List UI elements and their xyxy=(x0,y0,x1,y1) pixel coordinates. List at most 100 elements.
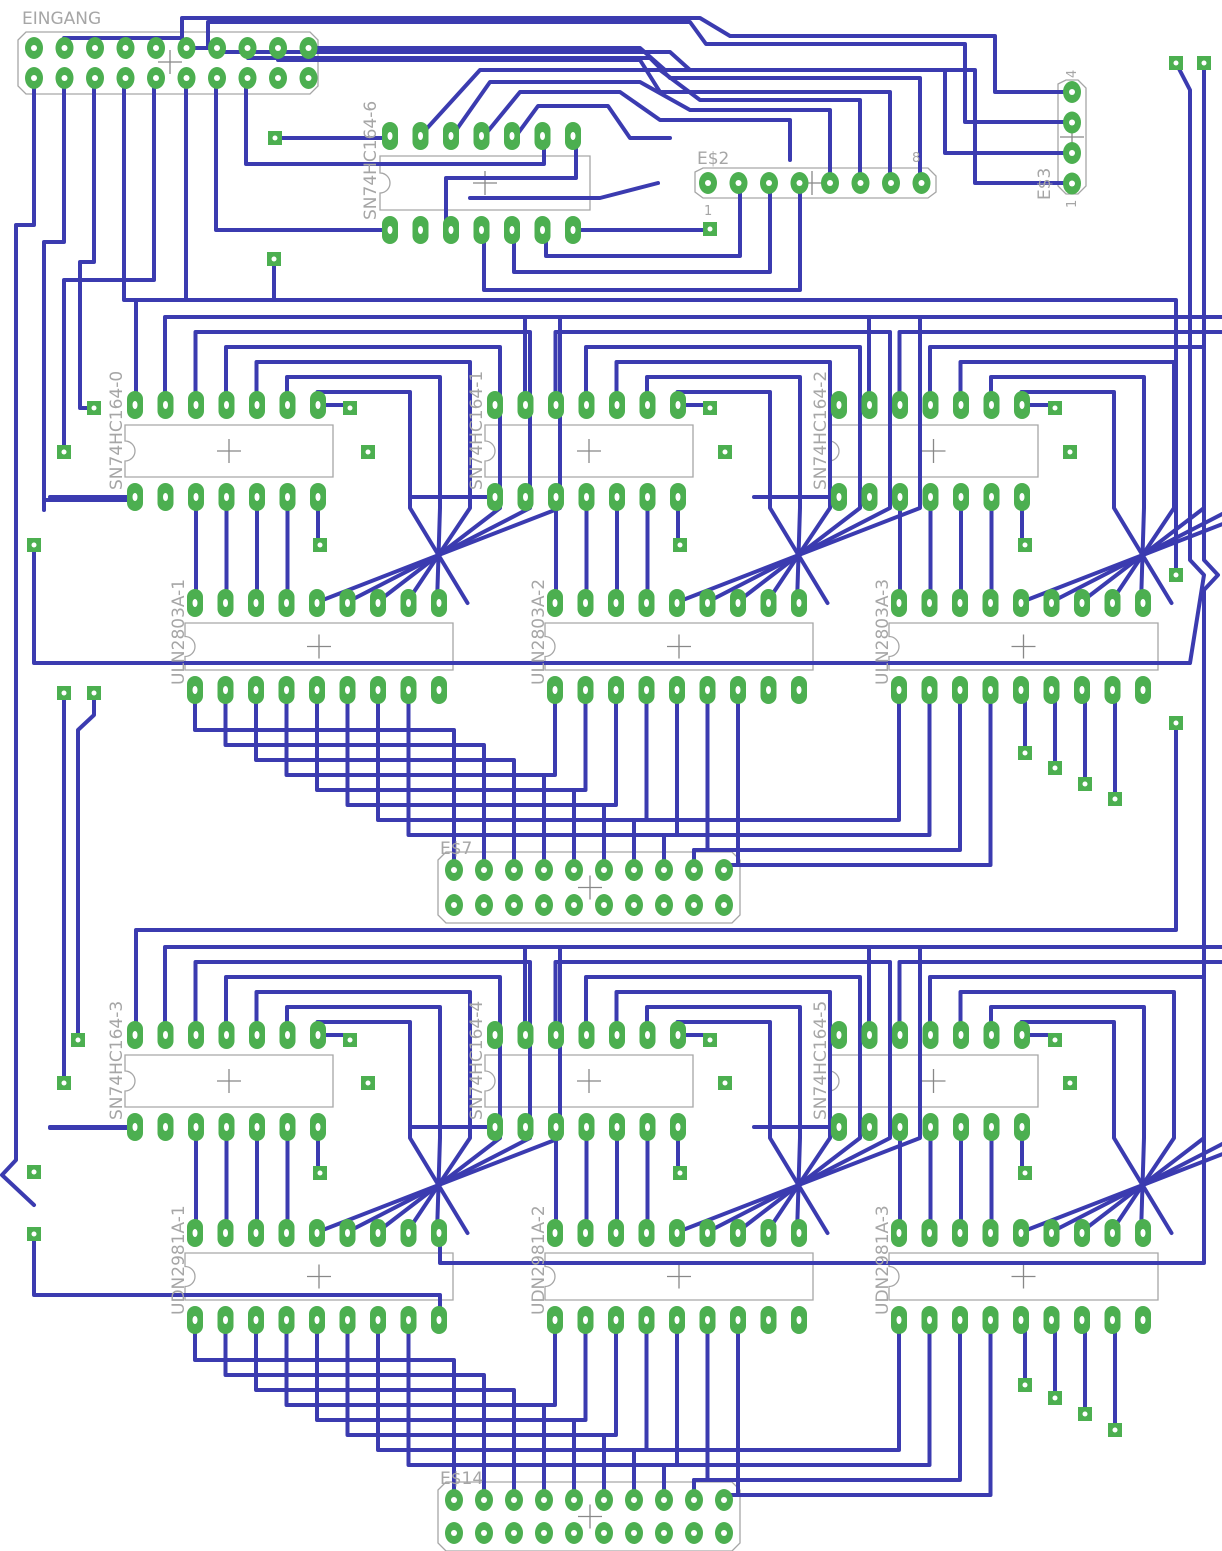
pad-hole xyxy=(1018,1229,1024,1237)
origin-cross xyxy=(578,1504,602,1529)
trace xyxy=(184,20,1074,124)
pad-hole xyxy=(223,1229,228,1237)
pad-hole xyxy=(540,132,545,140)
trace xyxy=(584,345,862,605)
pad-hole xyxy=(674,1316,680,1324)
via-hole xyxy=(1067,449,1073,455)
ic-outline xyxy=(124,424,334,478)
trace xyxy=(692,688,710,872)
label-pin8-es2: 8 xyxy=(912,151,920,166)
trace xyxy=(254,360,472,605)
pad-hole xyxy=(988,599,993,607)
pad-hole xyxy=(601,902,607,908)
label-sr3: SN74HC164-3 xyxy=(107,1001,127,1120)
pad-hole xyxy=(675,493,681,501)
pad-hole xyxy=(254,1031,260,1039)
ic-outline xyxy=(888,622,1159,671)
via-hole xyxy=(1022,542,1028,548)
pad-hole xyxy=(492,493,498,501)
ic-outline xyxy=(544,622,814,671)
pad-hole xyxy=(645,493,650,501)
pad-hole xyxy=(541,1497,547,1503)
pad-hole xyxy=(836,401,842,409)
pad-hole xyxy=(721,902,727,908)
via-hole xyxy=(1112,1427,1118,1433)
label-sr0: SN74HC164-0 xyxy=(107,371,127,490)
via-hole xyxy=(347,1037,353,1043)
pad-hole xyxy=(315,1031,321,1039)
trace xyxy=(867,945,1222,1235)
pad-hole xyxy=(705,686,710,694)
pad-hole xyxy=(691,867,697,873)
pad-hole xyxy=(796,599,802,607)
trace xyxy=(632,688,901,872)
trace xyxy=(645,1005,802,1235)
ic-outline xyxy=(888,1252,1159,1301)
pad-hole xyxy=(192,599,198,607)
pad-hole xyxy=(1049,599,1054,607)
pad-hole xyxy=(601,1530,607,1536)
trace xyxy=(438,61,1220,1265)
trace xyxy=(482,181,802,292)
pad-hole xyxy=(928,493,933,501)
pad-hole xyxy=(122,75,129,81)
origin-cross xyxy=(307,1264,331,1289)
pad-hole xyxy=(957,1316,963,1324)
pad-hole xyxy=(523,1123,528,1131)
via-hole xyxy=(707,405,713,411)
label-udn3: UDN2981A-3 xyxy=(873,1205,893,1315)
pad-hole xyxy=(735,1229,741,1237)
pad-hole xyxy=(613,1316,619,1324)
pad-hole xyxy=(1110,1316,1115,1324)
pad-hole xyxy=(674,1229,680,1237)
pad-hole xyxy=(406,1229,411,1237)
pad-hole xyxy=(661,1497,667,1503)
pad-hole xyxy=(315,493,321,501)
trace xyxy=(376,1318,636,1502)
pad-hole xyxy=(957,686,963,694)
pad-hole xyxy=(418,132,423,140)
pad-hole xyxy=(691,902,697,908)
trace xyxy=(722,1318,740,1502)
pad-hole xyxy=(958,493,964,501)
pad-hole xyxy=(796,1316,802,1324)
trace xyxy=(692,688,962,872)
label-pin4-es3: 4 xyxy=(1065,70,1080,78)
trace xyxy=(722,688,740,872)
pad-hole xyxy=(601,867,607,873)
origin-cross xyxy=(1011,1264,1036,1289)
pad-hole xyxy=(315,1123,321,1131)
label-pin1-es3: 1 xyxy=(1065,200,1080,208)
pad-hole xyxy=(214,45,220,51)
pad-hole xyxy=(644,686,649,694)
via-hole xyxy=(1173,60,1179,66)
pad-hole xyxy=(553,1031,559,1039)
label-udn1: UDN2981A-1 xyxy=(169,1205,189,1315)
trace xyxy=(244,76,546,166)
via-hole xyxy=(1022,1382,1028,1388)
pad-hole xyxy=(584,493,589,501)
trace xyxy=(193,688,456,872)
pad-hole xyxy=(132,401,138,409)
pad-hole xyxy=(406,1316,411,1324)
pad-hole xyxy=(897,1123,903,1131)
es14-outline xyxy=(437,1481,741,1551)
via-hole xyxy=(1022,750,1028,756)
pad-hole xyxy=(406,686,411,694)
pad-hole xyxy=(631,902,637,908)
origin-cross xyxy=(307,634,331,659)
pad-hole xyxy=(988,1229,993,1237)
pad-hole xyxy=(1110,1229,1115,1237)
trace xyxy=(254,990,472,1235)
via-hole xyxy=(1052,1395,1058,1401)
trace xyxy=(553,960,892,1235)
via-hole xyxy=(91,690,97,696)
trace xyxy=(572,688,588,872)
pad-hole xyxy=(675,1123,681,1131)
pad-hole xyxy=(285,401,290,409)
pad-hole xyxy=(552,1316,558,1324)
pad-hole xyxy=(645,401,650,409)
pad-hole xyxy=(613,1229,619,1237)
trace xyxy=(284,1318,546,1502)
pad-hole xyxy=(631,867,637,873)
